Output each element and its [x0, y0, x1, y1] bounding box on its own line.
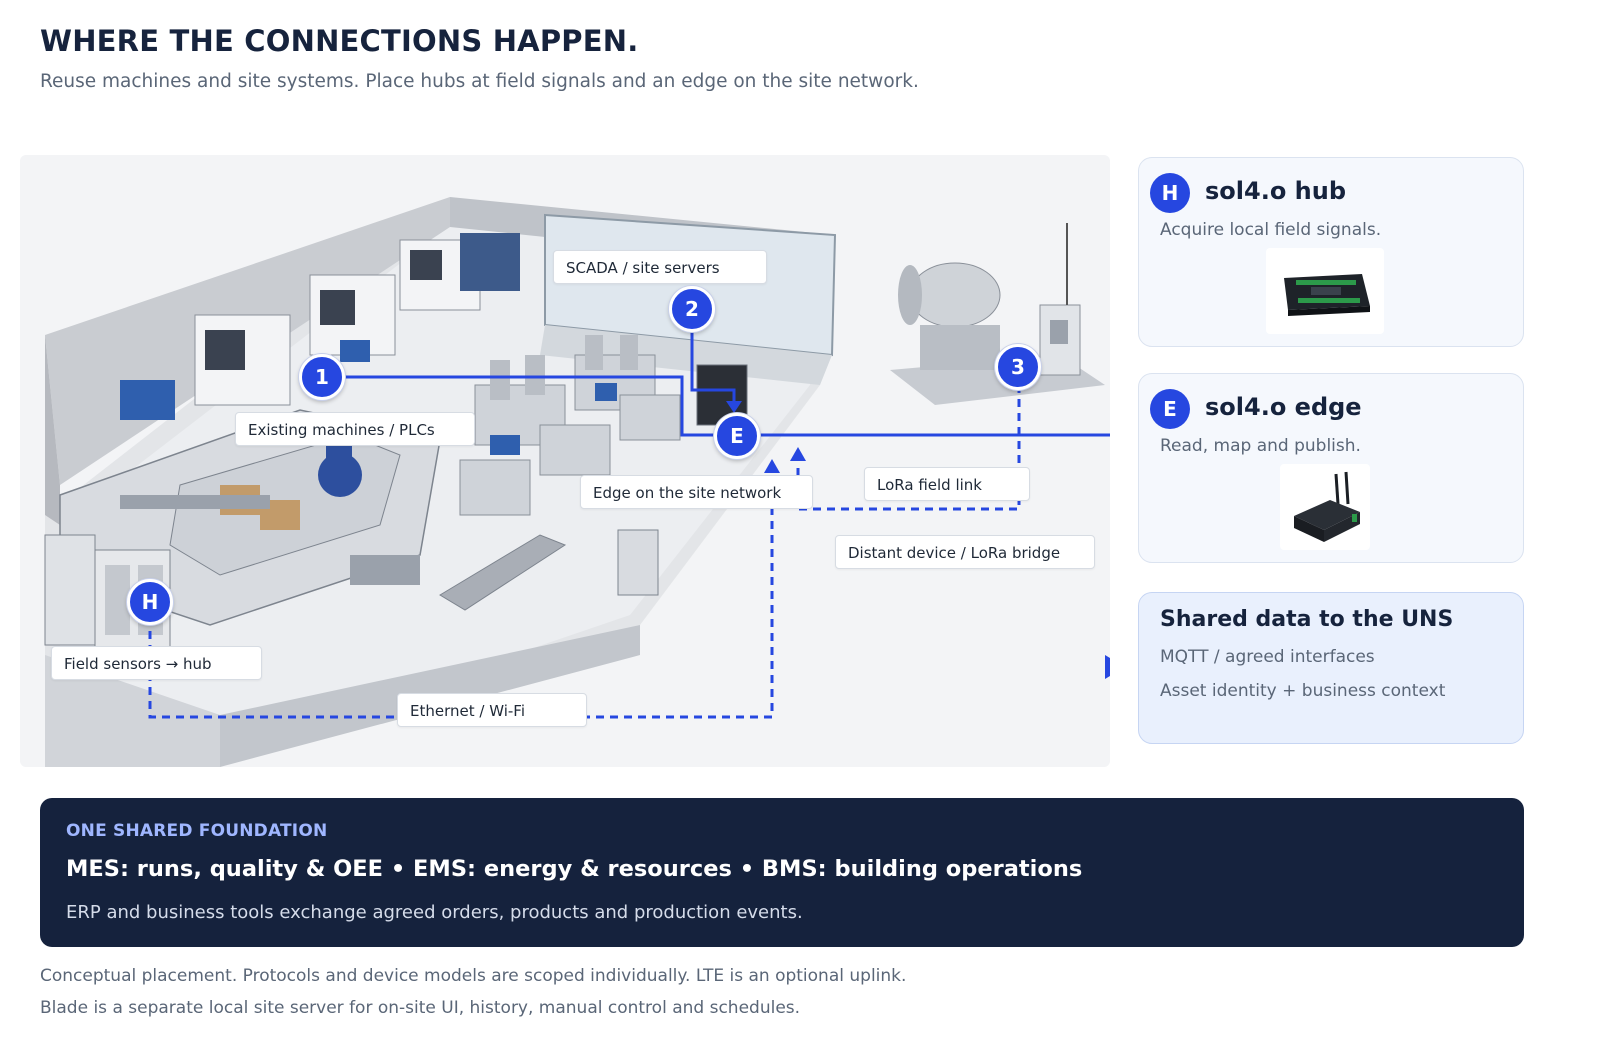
hub-badge: H — [1150, 173, 1190, 213]
marker-hub[interactable]: H — [127, 579, 173, 625]
arrow-head — [726, 401, 742, 413]
edge-card: E sol4.o edge Read, map and publish. — [1138, 373, 1524, 563]
factory-illustration — [44, 197, 1110, 767]
hub-device-icon — [1284, 274, 1370, 316]
label-field-sensors: Field sensors → hub — [51, 646, 262, 680]
marker-2[interactable]: 2 — [669, 286, 715, 332]
page-subtitle: Reuse machines and site systems. Place h… — [40, 71, 919, 92]
edge-device-image — [1280, 464, 1370, 550]
arrow-head — [790, 447, 806, 461]
foundation-desc: ERP and business tools exchange agreed o… — [66, 902, 803, 923]
factory-scene: SCADA / site servers Existing machines /… — [20, 155, 1110, 767]
side-cabinet — [617, 529, 659, 596]
link-edge-uns — [757, 433, 1110, 437]
link-scada-edge — [690, 310, 736, 410]
page-title: WHERE THE CONNECTIONS HAPPEN. — [40, 24, 639, 58]
marker-3[interactable]: 3 — [995, 344, 1041, 390]
edge-device-icon — [1294, 471, 1360, 542]
arrow-head — [764, 459, 780, 473]
label-ethernet: Ethernet / Wi-Fi — [397, 693, 587, 727]
edge-card-desc: Read, map and publish. — [1160, 436, 1361, 456]
hub-device-image — [1266, 248, 1384, 334]
label-machines: Existing machines / PLCs — [235, 412, 475, 446]
uns-card-line2: Asset identity + business context — [1160, 681, 1446, 701]
footnote-2: Blade is a separate local site server fo… — [40, 998, 801, 1018]
foundation-eyebrow: ONE SHARED FOUNDATION — [66, 821, 328, 841]
uns-card-title: Shared data to the UNS — [1160, 607, 1454, 632]
label-scada: SCADA / site servers — [553, 250, 767, 284]
foundation-banner: ONE SHARED FOUNDATION MES: runs, quality… — [40, 798, 1524, 947]
hub-card-desc: Acquire local field signals. — [1160, 220, 1382, 240]
uns-card: Shared data to the UNS MQTT / agreed int… — [1138, 592, 1524, 744]
uns-card-line1: MQTT / agreed interfaces — [1160, 647, 1375, 667]
foundation-headline: MES: runs, quality & OEE • EMS: energy &… — [66, 856, 1083, 882]
arrow-head-uns — [1105, 655, 1110, 679]
process-lines — [459, 335, 681, 516]
hub-card-title: sol4.o hub — [1205, 177, 1347, 205]
distant-tank-skid — [890, 223, 1105, 405]
edge-badge: E — [1150, 389, 1190, 429]
hub-card: H sol4.o hub Acquire local field signals… — [1138, 157, 1524, 347]
label-distant-device: Distant device / LoRa bridge — [835, 535, 1095, 569]
cnc-machines — [120, 233, 520, 420]
marker-edge[interactable]: E — [714, 413, 760, 459]
label-edge-network: Edge on the site network — [580, 475, 813, 509]
marker-1[interactable]: 1 — [299, 354, 345, 400]
edge-card-title: sol4.o edge — [1205, 393, 1362, 421]
footnote-1: Conceptual placement. Protocols and devi… — [40, 966, 907, 986]
label-lora-link: LoRa field link — [864, 467, 1030, 501]
link-machines-edge — [342, 375, 716, 437]
conveyor — [439, 534, 567, 611]
